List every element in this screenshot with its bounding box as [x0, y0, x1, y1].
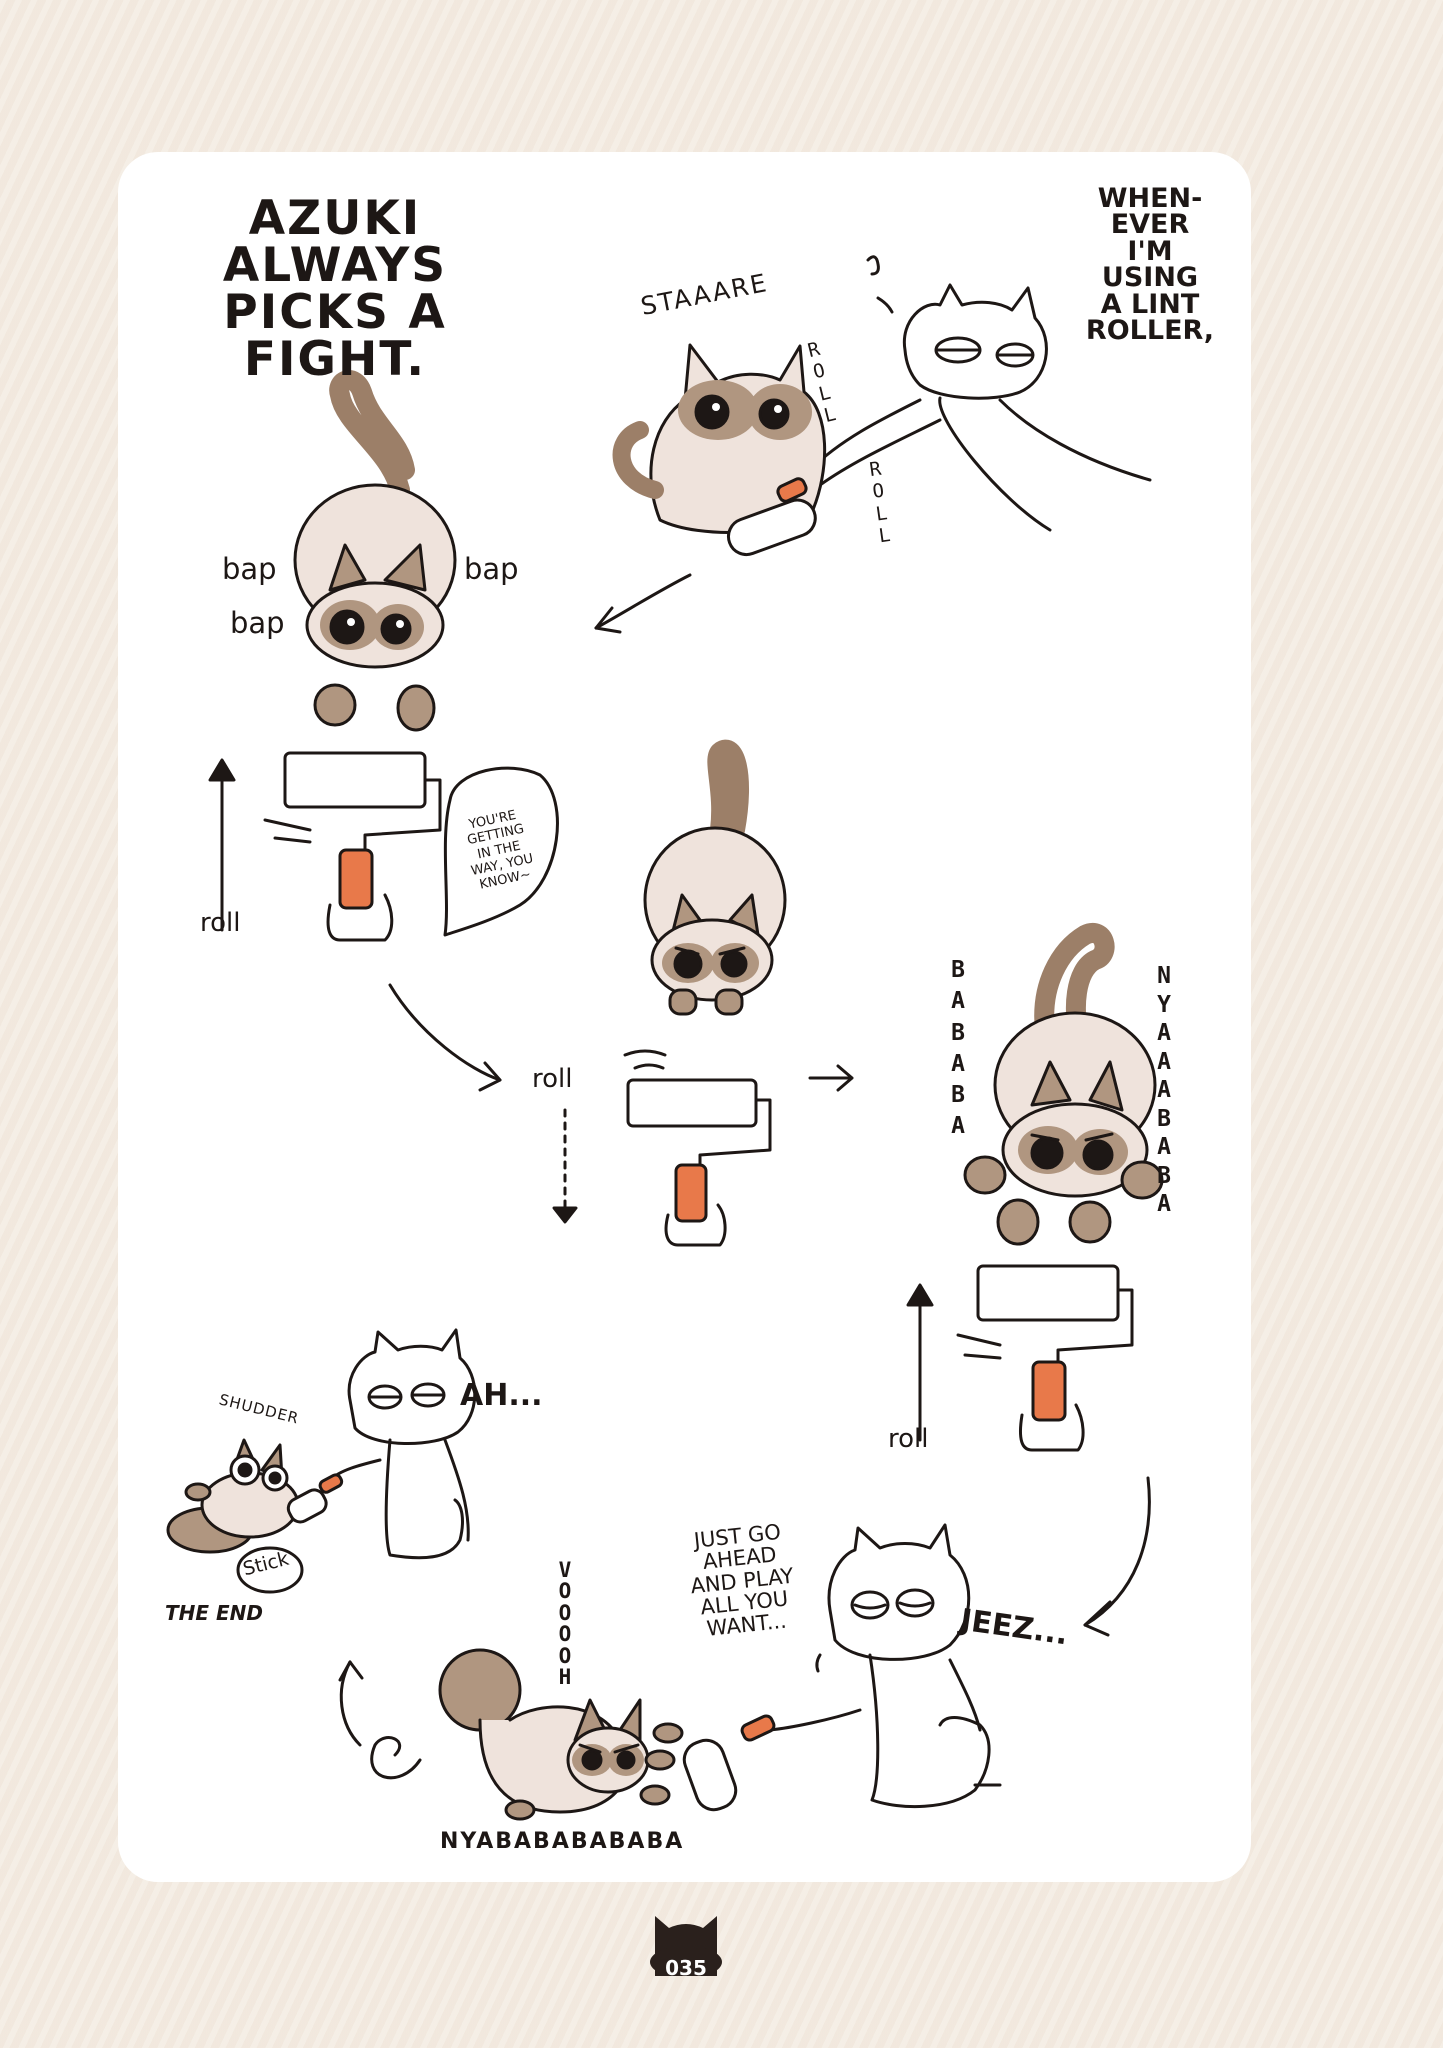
speech-just-go-ahead: JUST GO AHEAD AND PLAY ALL YOU WANT...: [689, 1519, 795, 1641]
the-end-caption: THE END: [165, 1601, 264, 1625]
owner-sitting: [328, 1328, 477, 1560]
lint-roller-2: [623, 1049, 772, 1247]
lint-roller-3: [956, 1264, 1134, 1452]
cat-bapping: [293, 370, 457, 732]
sfx-nyababababa: NYABABABABABA: [440, 1829, 685, 1854]
sfx-bap-2: bap: [230, 606, 285, 640]
cat-attacking-bottom: [438, 1648, 776, 1821]
lint-roller-1: [263, 751, 442, 942]
sfx-bababa: BABABA: [951, 957, 965, 1140]
narration-caption: WHEN- EVER I'M USING A LINT ROLLER,: [1085, 183, 1215, 347]
sfx-bap-1: bap: [222, 552, 277, 586]
sfx-roll-1: roll: [200, 908, 241, 938]
sfx-roll-2: roll: [532, 1064, 573, 1094]
stick-bubble: [236, 1546, 304, 1594]
speech-ah: AH...: [460, 1378, 543, 1413]
cat-staring: [612, 343, 827, 557]
owner-top-right: [808, 255, 1152, 532]
sfx-nyaaababa: NYAAABABA: [1157, 963, 1171, 1218]
cat-glaring-middle: [643, 739, 787, 1016]
owner-kneeling: [768, 1523, 1002, 1808]
cat-shuddering: [166, 1438, 344, 1554]
speech-bubble-1: [443, 766, 559, 937]
sfx-vooooh: VOOOOH: [558, 1558, 572, 1690]
page-title: AZUKI ALWAYS PICKS A FIGHT.: [222, 191, 448, 387]
arrow-1: [594, 573, 692, 630]
page-number: 035: [665, 1956, 707, 1980]
curl-arrow: [370, 1736, 422, 1780]
sfx-bap-3: bap: [464, 552, 519, 586]
cat-attacking-right: [963, 923, 1164, 1246]
page-number-badge-icon: [650, 1916, 722, 1976]
sfx-roll-3: roll: [888, 1424, 929, 1454]
